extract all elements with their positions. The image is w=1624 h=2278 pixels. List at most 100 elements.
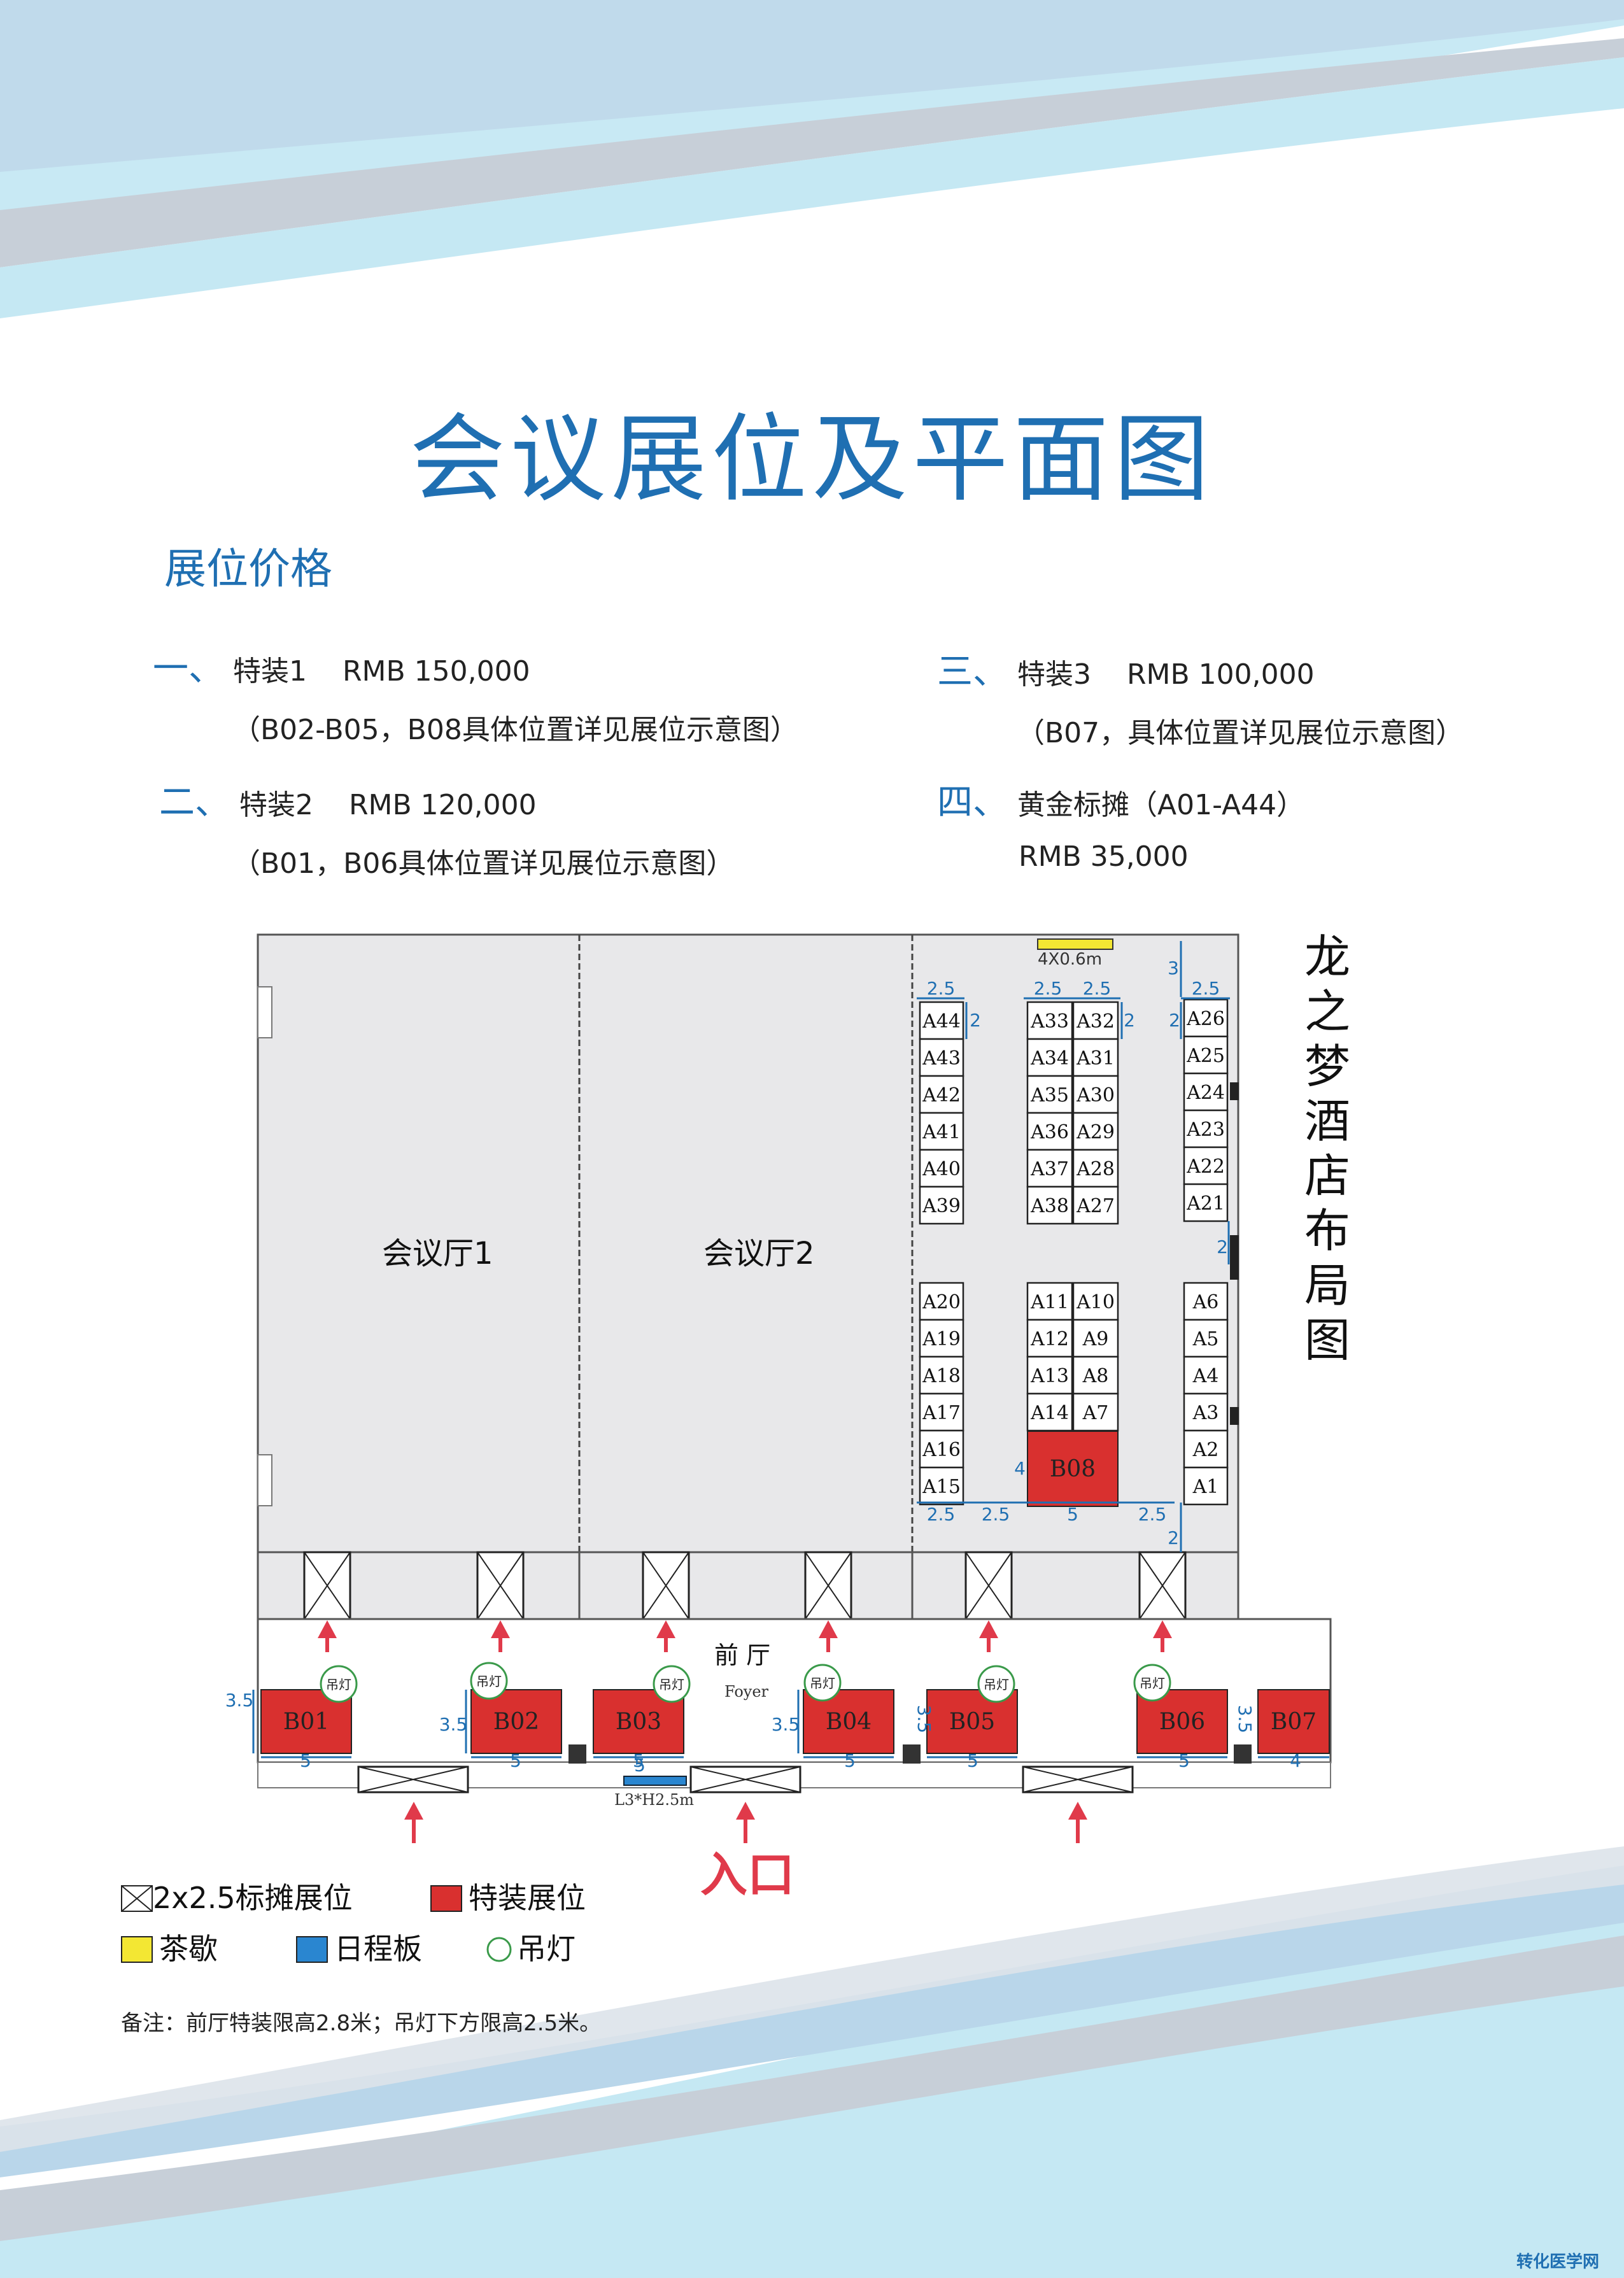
std-booth xyxy=(919,1429,964,1469)
booth-grid: A44A43A42A41A40A39A20A19A18A17A16A15A33A… xyxy=(919,998,1229,1506)
booth-label: A14 xyxy=(1030,1402,1069,1424)
hotel-label: 龙之梦酒店布局图 xyxy=(1304,930,1350,1367)
door-markers xyxy=(303,1551,1187,1620)
std-booth xyxy=(1183,1183,1229,1222)
chandelier-label: 吊灯 xyxy=(984,1677,1009,1692)
std-booth xyxy=(1026,1112,1073,1151)
foyer-label: 前 厅 xyxy=(714,1641,770,1669)
dimension-label: 5 xyxy=(510,1750,521,1771)
std-booth xyxy=(1183,1466,1229,1506)
dimension-label: 5 xyxy=(1067,1504,1078,1525)
booth-label: A31 xyxy=(1076,1047,1115,1070)
booth-label: A37 xyxy=(1030,1158,1069,1180)
dimension-label: 5 xyxy=(844,1750,856,1771)
dimension-label: 2 xyxy=(970,1010,981,1031)
legend-tea-label: 茶歇 xyxy=(159,1932,218,1966)
price-item-1: 一、 特装1 RMB 150,000 （B02-B05，B08具体位置详见展位示… xyxy=(153,640,798,747)
dimension-label: 2.5 xyxy=(1192,978,1220,999)
price-name: 特装2 xyxy=(239,789,313,821)
chandelier-icon xyxy=(803,1664,842,1702)
std-booth xyxy=(919,1075,964,1114)
std-booth xyxy=(1026,1001,1073,1040)
booth-label: A5 xyxy=(1192,1328,1219,1350)
tea-size-label: 4X0.6m xyxy=(1038,950,1102,969)
price-item-3: 三、 特装3 RMB 100,000 （B07，具体位置详见展位示意图） xyxy=(937,643,1464,751)
special-booth-label: B05 xyxy=(949,1709,995,1735)
price-note: （B07，具体位置详见展位示意图） xyxy=(1017,717,1464,749)
std-booth xyxy=(1026,1075,1073,1114)
price-note: （B01，B06具体位置详见展位示意图） xyxy=(232,847,735,880)
booth-label: A22 xyxy=(1186,1156,1225,1178)
booth-label: A34 xyxy=(1030,1047,1069,1070)
watermark-logo: 转化医学网 xyxy=(1516,2253,1600,2272)
std-booth xyxy=(919,1392,964,1432)
special-booth-label: B03 xyxy=(616,1709,661,1735)
std-booth xyxy=(919,1001,964,1040)
booth-label: A1 xyxy=(1192,1476,1219,1498)
dimension-label: 2.5 xyxy=(982,1504,1010,1525)
chandelier-icon xyxy=(320,1665,358,1703)
hall2-label: 会议厅2 xyxy=(703,1236,815,1271)
booth-label: A23 xyxy=(1186,1119,1225,1141)
booth-label: A28 xyxy=(1076,1158,1115,1180)
dimension-label: 2 xyxy=(1168,1527,1179,1548)
schedule-board-icon xyxy=(296,1936,328,1963)
std-booth xyxy=(1183,1319,1229,1358)
dimension-label: 3.5 xyxy=(439,1714,468,1735)
dimension-label: 5 xyxy=(633,1750,644,1771)
price-value: RMB 100,000 xyxy=(1126,658,1315,691)
legend-special-label: 特装展位 xyxy=(469,1881,586,1915)
booth-label: A43 xyxy=(922,1047,961,1070)
chandelier-label: 吊灯 xyxy=(476,1674,502,1689)
dimension-label: 5 xyxy=(967,1750,978,1771)
booth-label: A39 xyxy=(922,1195,961,1217)
booth-label: A8 xyxy=(1082,1365,1109,1387)
special-booth-label: B07 xyxy=(1271,1709,1317,1735)
std-booth xyxy=(1072,1112,1119,1151)
chandelier-label: 吊灯 xyxy=(1140,1676,1165,1691)
dimension-label: 2 xyxy=(1124,1010,1135,1031)
std-booth xyxy=(1183,1146,1229,1185)
booth-label: A2 xyxy=(1192,1439,1219,1461)
dimension-label: 3 xyxy=(1168,958,1179,979)
std-booth xyxy=(1072,1392,1119,1432)
booth-label: A9 xyxy=(1082,1328,1109,1350)
std-booth xyxy=(1072,1282,1119,1321)
dimension-label: 2.5 xyxy=(1083,978,1112,999)
legend-tea: 茶歇 xyxy=(121,1926,218,1968)
price-note: RMB 35,000 xyxy=(1019,840,1189,873)
special-booth xyxy=(1257,1689,1330,1754)
booth-label: A32 xyxy=(1076,1010,1115,1033)
remark-text: 备注：前厅特装限高2.8米；吊灯下方限高2.5米。 xyxy=(121,2011,602,2036)
legend-board-label: 日程板 xyxy=(334,1932,422,1966)
booth-label: A11 xyxy=(1030,1291,1069,1313)
dimension-label: 5 xyxy=(1178,1750,1190,1771)
std-booth xyxy=(919,1038,964,1077)
std-booth-icon xyxy=(121,1885,153,1912)
std-booth xyxy=(919,1319,964,1358)
std-booth xyxy=(1072,1355,1119,1395)
price-name: 特装3 xyxy=(1017,658,1091,691)
booth-label: A21 xyxy=(1186,1192,1225,1215)
booth-label: A33 xyxy=(1030,1010,1069,1033)
dimension-label: 2 xyxy=(1169,1010,1180,1031)
board-size-label: L3*H2.5m xyxy=(614,1791,694,1809)
std-booth xyxy=(1183,1035,1229,1075)
booth-label: A42 xyxy=(922,1084,961,1107)
chandelier-label: 吊灯 xyxy=(810,1676,835,1691)
booth-label: A26 xyxy=(1186,1008,1225,1030)
hall1-label: 会议厅1 xyxy=(382,1236,493,1271)
dimension-label: 2.5 xyxy=(1138,1504,1167,1525)
booth-label: A25 xyxy=(1186,1045,1225,1067)
chandelier-icon xyxy=(977,1665,1015,1703)
booth-label: A29 xyxy=(1076,1121,1115,1143)
price-heading: 展位价格 xyxy=(164,544,332,593)
legend-lamp-label: 吊灯 xyxy=(517,1932,575,1966)
legend-special: 特装展位 xyxy=(430,1875,586,1917)
dimension-label: 4 xyxy=(1290,1750,1301,1771)
booth-label: A13 xyxy=(1030,1365,1069,1387)
booth-label: A4 xyxy=(1192,1365,1219,1387)
booth-label: A35 xyxy=(1030,1084,1069,1107)
booth-label: A20 xyxy=(922,1291,961,1313)
